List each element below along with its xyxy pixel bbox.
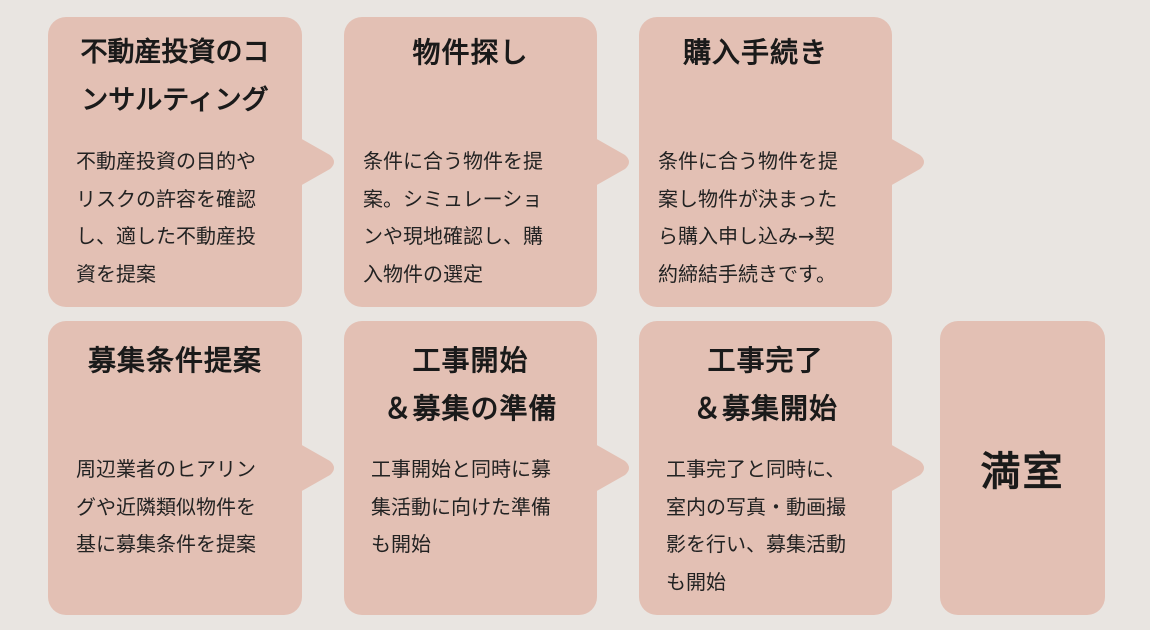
step-full-occupancy: 満室 [940, 321, 1105, 615]
arrow-right-icon [300, 430, 336, 506]
step-construction-complete: 工事完了 ＆募集開始 工事完了と同時に、 室内の写真・動画撮 影を行い、募集活動… [639, 321, 924, 615]
step-description: 工事完了と同時に、 室内の写真・動画撮 影を行い、募集活動 も開始 [666, 457, 846, 594]
step-title: 物件探し [412, 36, 529, 69]
final-title: 満室 [980, 449, 1065, 495]
step-construction-start: 工事開始 ＆募集の準備 工事開始と同時に募 集活動に向けた準備 も開始 [344, 321, 629, 615]
arrow-right-icon [890, 124, 926, 200]
arrow-right-icon [595, 430, 631, 506]
step-title: 募集条件提案 [87, 344, 262, 377]
step-consulting: 不動産投資のコ ンサルティング 不動産投資の目的や リスクの許容を確認 し、適し… [48, 17, 334, 307]
arrow-right-icon [300, 124, 336, 200]
step-purchase-procedure: 購入手続き 条件に合う物件を提 案し物件が決まった ら購入申し込み→契 約締結手… [639, 17, 924, 307]
step-description: 周辺業者のヒアリン グや近隣類似物件を 基に募集条件を提案 [76, 457, 256, 556]
step-description: 条件に合う物件を提 案し物件が決まった ら購入申し込み→契 約締結手続きです。 [658, 149, 838, 286]
arrow-right-icon [890, 430, 926, 506]
step-title: 工事開始 ＆募集の準備 [383, 344, 558, 425]
step-recruitment-conditions: 募集条件提案 周辺業者のヒアリン グや近隣類似物件を 基に募集条件を提案 [48, 321, 334, 615]
step-description: 条件に合う物件を提 案。シミュレーショ ンや現地確認し、購 入物件の選定 [363, 149, 543, 286]
step-title: 不動産投資のコ ンサルティング [80, 37, 270, 116]
step-property-search: 物件探し 条件に合う物件を提 案。シミュレーショ ンや現地確認し、購 入物件の選… [344, 17, 629, 307]
step-title: 工事完了 ＆募集開始 [692, 344, 838, 425]
arrow-right-icon [595, 124, 631, 200]
step-description: 不動産投資の目的や リスクの許容を確認 し、適した不動産投 資を提案 [76, 149, 256, 286]
step-description: 工事開始と同時に募 集活動に向けた準備 も開始 [371, 457, 551, 556]
step-title: 購入手続き [682, 36, 828, 69]
